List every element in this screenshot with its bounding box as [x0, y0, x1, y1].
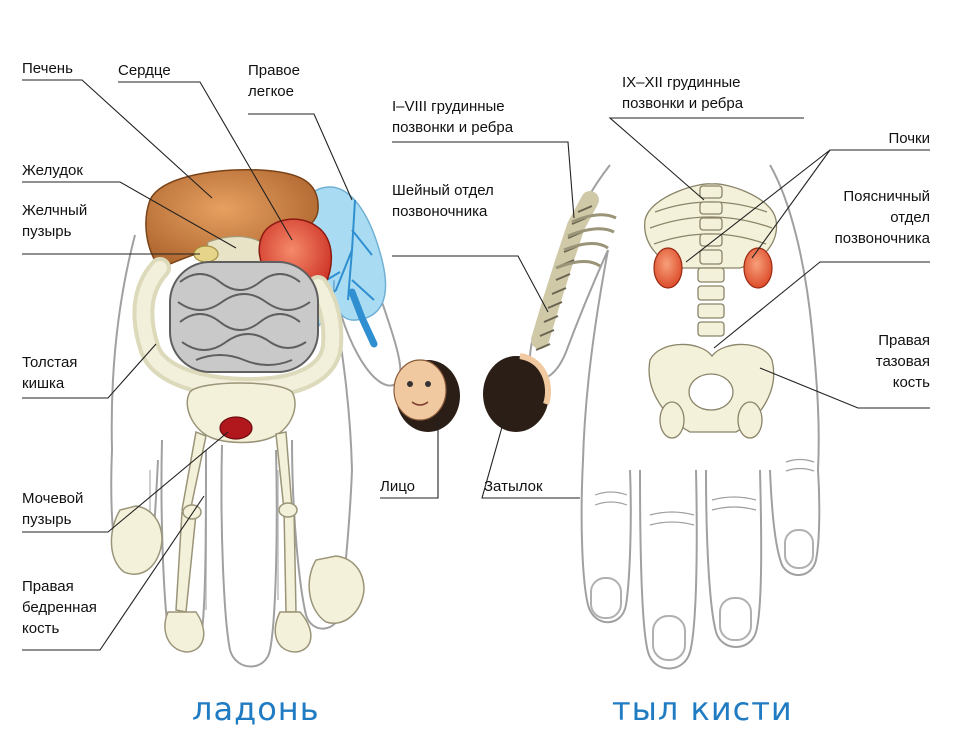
cervical-thoracic-spine [531, 191, 617, 351]
face-icon [393, 359, 460, 432]
label-stomach: Желудок [22, 162, 83, 179]
label-right-lung: Правое легкое [248, 62, 300, 100]
caption-palm: ладонь [192, 690, 320, 728]
right-kidney [743, 247, 773, 289]
label-femur: Правая бедренная кость [22, 578, 97, 637]
label-face: Лицо [380, 478, 415, 495]
label-thoracic-9-12: IX–XII грудинные позвонки и ребра [622, 74, 744, 112]
left-kidney [653, 247, 683, 289]
caption-back: тыл кисти [612, 690, 793, 728]
label-colon: Толстая кишка [22, 354, 78, 392]
back-of-head-icon [483, 353, 552, 432]
label-kidneys: Почки [888, 130, 930, 147]
label-pelvis: Правая тазовая кость [875, 332, 930, 391]
palm-skeleton [110, 382, 365, 653]
label-liver: Печень [22, 60, 73, 77]
leader-lines [22, 79, 930, 651]
label-occiput: Затылок [484, 478, 543, 495]
label-heart: Сердце [118, 62, 171, 79]
label-cervical: Шейный отдел позвоночника [392, 182, 494, 220]
bladder [219, 416, 253, 440]
label-thoracic-1-8: I–VIII грудинные позвонки и ребра [392, 98, 514, 136]
label-lumbar: Поясничный отдел позвоночника [834, 188, 930, 247]
label-gallbladder: Желчный пузырь [22, 202, 88, 240]
lower-spine [644, 183, 778, 439]
label-bladder: Мочевой пузырь [22, 490, 84, 528]
small-intestine [169, 261, 319, 373]
